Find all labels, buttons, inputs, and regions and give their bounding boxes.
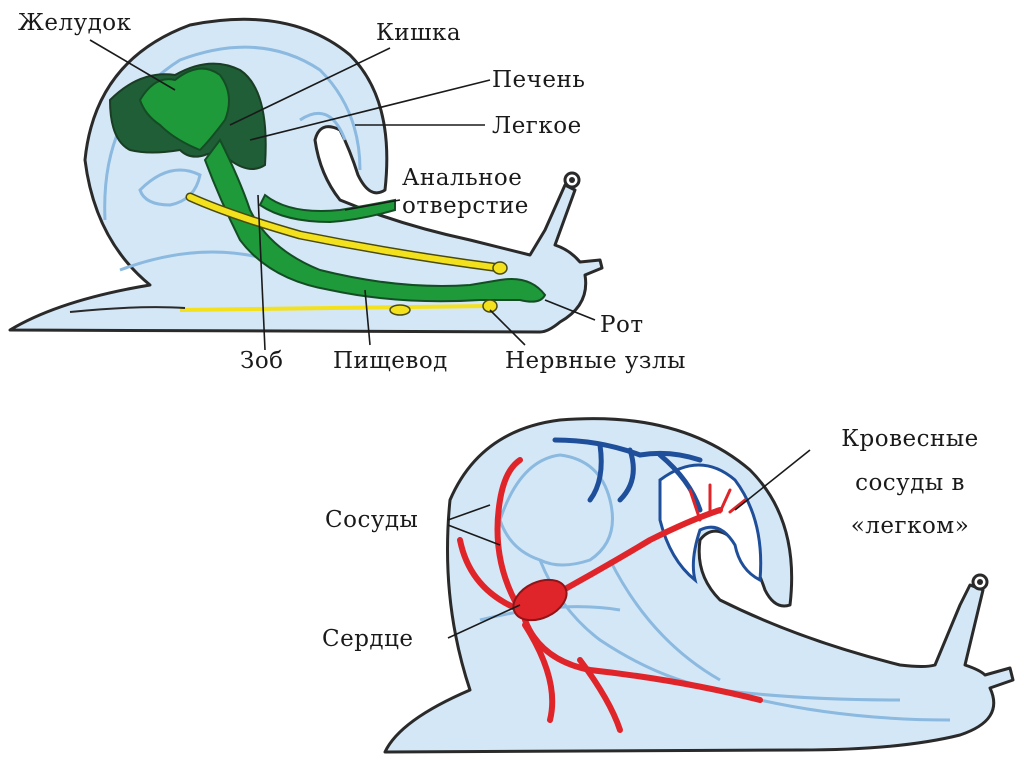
label-lung-vessels-line1: Кровесные <box>841 426 979 452</box>
label-vessels: Сосуды <box>325 507 419 533</box>
label-esophagus: Пищевод <box>333 348 448 374</box>
label-lung-vessels-line3: «легком» <box>850 513 970 539</box>
heart-organ <box>512 578 568 622</box>
nerve-cord-lower <box>179 304 491 312</box>
stomach-organ <box>138 67 230 152</box>
label-liver: Печень <box>492 67 586 93</box>
intestine-organ <box>258 193 396 224</box>
label-crop: Зоб <box>240 348 284 374</box>
label-lung-vessels-line2: сосуды в <box>855 470 965 496</box>
vein-main <box>552 437 703 463</box>
label-ganglia: Нервные узлы <box>505 348 686 374</box>
crop-esophagus <box>203 138 547 303</box>
label-stomach: Желудок <box>18 10 132 36</box>
label-anus-line2: отверстие <box>402 193 529 219</box>
label-mouth: Рот <box>600 312 644 338</box>
label-anus-line1: Анальное <box>402 165 523 191</box>
label-heart: Сердце <box>322 626 414 652</box>
label-lung: Легкое <box>492 113 582 139</box>
label-intestine: Кишка <box>376 20 462 46</box>
